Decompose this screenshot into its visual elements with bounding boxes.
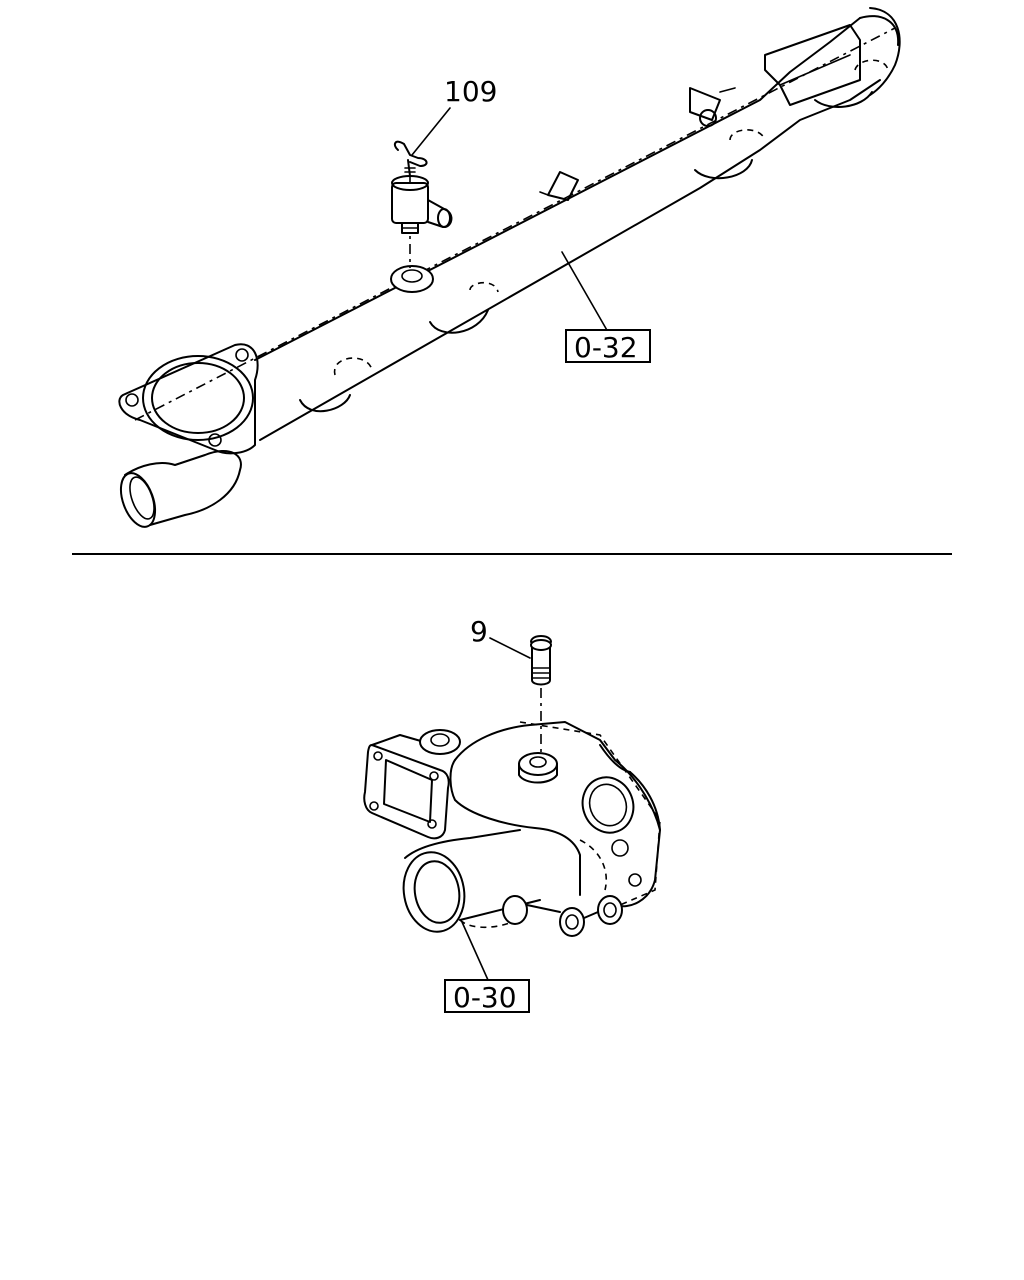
callout-label-9: 9 [470, 615, 488, 648]
drain-cock-valve [391, 140, 453, 268]
callout-109: 109 [411, 75, 497, 156]
reference-box-upper[interactable]: 0-32 [565, 329, 651, 364]
thermostat-housing [363, 721, 661, 981]
reference-box-lower[interactable]: 0-30 [444, 979, 530, 1014]
bolt-9 [530, 635, 552, 758]
reference-label-lower: 0-30 [453, 981, 517, 1014]
water-pipe-assembly [118, 7, 901, 528]
reference-label-upper: 0-32 [574, 331, 638, 364]
callout-label-109: 109 [444, 75, 497, 108]
callout-9: 9 [470, 615, 531, 659]
